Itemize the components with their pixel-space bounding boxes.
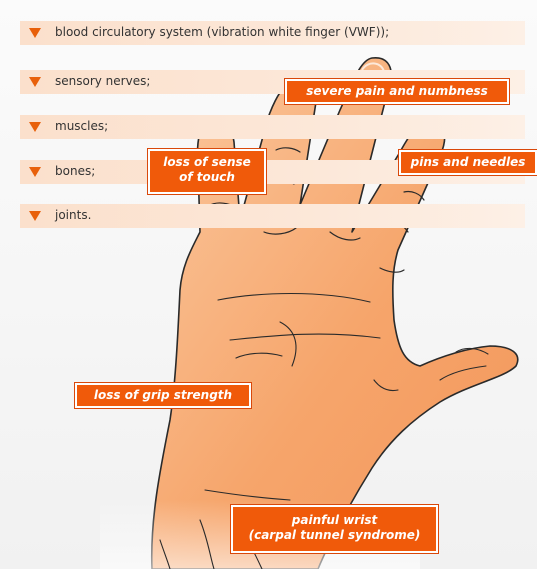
bullet-row-muscles: muscles; xyxy=(20,115,525,139)
callout-loss-of-touch: loss of sense of touch xyxy=(148,149,266,194)
callout-text: severe pain and numbness xyxy=(306,84,488,98)
triangle-bullet-icon xyxy=(29,28,41,38)
bullet-row-blood-circulatory: blood circulatory system (vibration whit… xyxy=(20,21,525,45)
triangle-bullet-icon xyxy=(29,122,41,132)
bullet-text: blood circulatory system (vibration whit… xyxy=(55,25,389,39)
bullet-text: bones; xyxy=(55,164,95,178)
callout-text-line1: loss of sense xyxy=(155,155,259,170)
callout-text: pins and needles xyxy=(411,155,526,169)
triangle-bullet-icon xyxy=(29,211,41,221)
callout-text-line2: (carpal tunnel syndrome) xyxy=(238,528,431,543)
callout-painful-wrist: painful wrist (carpal tunnel syndrome) xyxy=(231,505,438,553)
callout-severe-pain: severe pain and numbness xyxy=(285,79,509,104)
bullet-text: sensory nerves; xyxy=(55,74,150,88)
callout-pins-and-needles: pins and needles xyxy=(399,150,537,175)
bullet-row-joints: joints. xyxy=(20,204,525,228)
callout-text-line1: painful wrist xyxy=(238,513,431,528)
callout-loss-of-grip: loss of grip strength xyxy=(75,383,251,408)
triangle-bullet-icon xyxy=(29,77,41,87)
callout-text-line2: of touch xyxy=(155,170,259,185)
bullet-text: muscles; xyxy=(55,119,108,133)
triangle-bullet-icon xyxy=(29,167,41,177)
callout-text: loss of grip strength xyxy=(94,388,232,402)
bullet-text: joints. xyxy=(55,208,91,222)
